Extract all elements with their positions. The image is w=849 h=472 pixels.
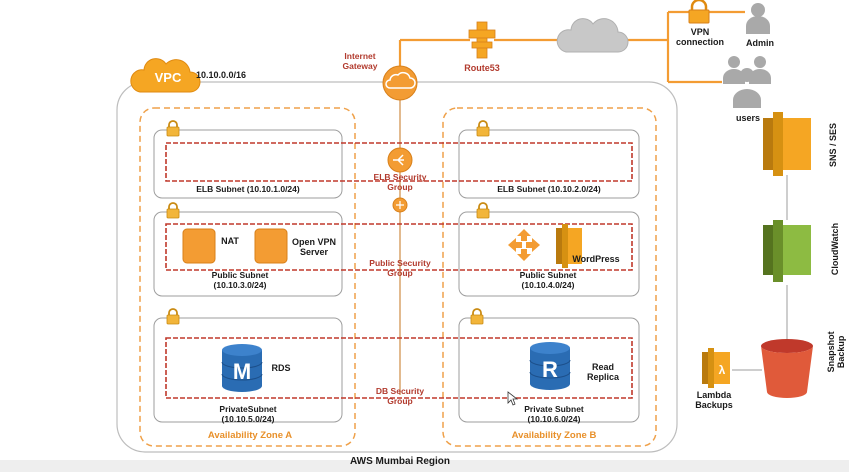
internet-cloud-icon	[556, 18, 629, 53]
cloudwatch-icon	[763, 220, 811, 282]
cursor-icon	[507, 391, 519, 406]
read-replica-label: Read Replica	[586, 362, 619, 383]
internet-gateway-label: Internet Gateway	[342, 51, 378, 71]
zone-a-box	[139, 107, 356, 447]
elb-subnet-b-label: ELB Subnet (10.10.2.0/24)	[497, 184, 601, 194]
vpn-icon	[688, 0, 710, 24]
vpc-cloud-icon	[130, 58, 201, 93]
vpn-label: VPN connection	[675, 27, 724, 48]
replica-letter: R	[542, 357, 558, 382]
service-lines	[732, 175, 788, 371]
lock-icons	[166, 120, 490, 325]
security-groups	[165, 142, 633, 399]
private-subnet-b-label: Private Subnet (10.10.6.0/24)	[524, 404, 584, 424]
rds-icon	[221, 344, 263, 392]
zone-b-box	[442, 107, 657, 447]
openvpn-icon	[254, 228, 288, 264]
public-security-group-label: Public Security Group	[369, 258, 431, 278]
public-subnet-b-label: Public Subnet (10.10.4.0/24)	[519, 270, 577, 290]
lambda-label: Lambda Backups	[695, 390, 733, 411]
sns-ses-icon	[763, 112, 811, 176]
sns-ses-label: SNS / SES	[828, 123, 838, 168]
openvpn-label: Open VPN Server	[291, 237, 336, 258]
region-label: AWS Mumbai Region	[350, 456, 450, 467]
zone-a-label: Availability Zone A	[207, 430, 293, 441]
lambda-icon: λ	[702, 348, 730, 388]
cloudwatch-label: CloudWatch	[830, 222, 840, 276]
private-subnet-a-label: PrivateSubnet (10.10.5.0/24)	[219, 404, 277, 424]
route53-label: Route53	[464, 63, 500, 73]
admin-icon	[746, 3, 770, 34]
rds-label: RDS	[271, 363, 291, 373]
wordpress-instance-icon	[556, 224, 582, 268]
vpc-badge-label: VPC	[154, 70, 182, 85]
elb-security-group-label: ELB Security Group	[373, 172, 427, 192]
connector-icon	[392, 197, 408, 213]
elb-icon	[387, 147, 413, 173]
bottom-strip	[0, 460, 849, 472]
admin-label: Admin	[746, 38, 774, 48]
users-label: users	[735, 113, 761, 123]
users-icon	[723, 56, 771, 108]
auto-scaling-icon	[508, 229, 540, 261]
internet-gateway-icon	[382, 65, 418, 101]
vpc-cidr: 10.10.0.0/16	[196, 70, 247, 80]
s3-bucket-icon	[761, 339, 813, 398]
snapshot-label: Snapshot Backup	[826, 331, 846, 373]
svg-text:λ: λ	[719, 363, 726, 377]
nat-label: NAT	[221, 236, 239, 246]
route53-icon	[468, 21, 496, 59]
nat-icon	[182, 228, 216, 264]
elb-subnet-a-label: ELB Subnet (10.10.1.0/24)	[196, 184, 300, 194]
public-subnet-a-label: Public Subnet (10.10.3.0/24)	[211, 270, 269, 290]
read-replica-icon	[529, 342, 571, 390]
rds-letter: M	[232, 359, 252, 384]
zone-b-label: Availability Zone B	[511, 430, 597, 441]
db-security-group-label: DB Security Group	[375, 386, 425, 406]
wordpress-label: WordPress	[572, 254, 620, 264]
